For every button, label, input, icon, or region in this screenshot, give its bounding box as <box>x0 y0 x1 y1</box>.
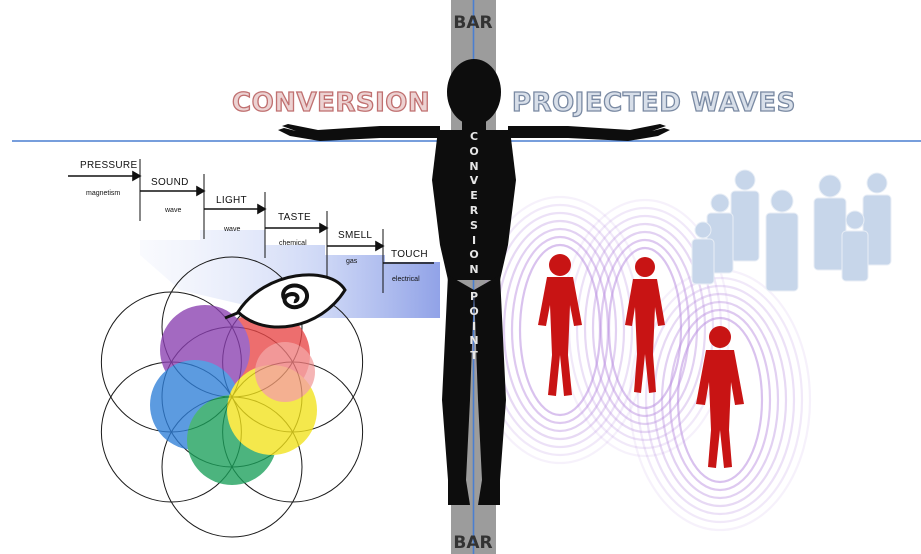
vertical-letter: I <box>471 319 477 333</box>
wave-ring <box>652 292 788 508</box>
vertical-letter: T <box>470 349 478 363</box>
vertical-letter: S <box>470 218 478 232</box>
step-label: SOUND <box>151 177 189 188</box>
wave-ring <box>607 246 683 410</box>
bar-bottom-label: BAR <box>453 533 493 553</box>
projected-waves-heading: PROJECTED WAVES <box>511 87 796 118</box>
stair-steps <box>68 159 434 293</box>
stair-texture <box>140 230 440 318</box>
vertical-letter: N <box>469 263 479 277</box>
vertical-letter: O <box>469 248 479 262</box>
step-sublabel: electrical <box>392 276 420 283</box>
step-sublabel: wave <box>165 207 182 214</box>
bar-top-label: BAR <box>453 13 493 33</box>
vertical-letter: V <box>469 174 479 188</box>
wave-ring <box>518 243 602 417</box>
vertical-letter: N <box>469 334 479 348</box>
crowd-icon <box>691 169 892 292</box>
wave-ring <box>644 284 796 516</box>
red-person-icon <box>538 254 744 468</box>
stair-arrow <box>375 240 385 252</box>
stair-arrow <box>257 203 267 215</box>
conversion-heading: CONVERSION <box>231 87 431 118</box>
vertical-letter: E <box>470 189 478 203</box>
vertical-letter: I <box>471 233 477 247</box>
wave-ring <box>660 300 780 500</box>
wave-ring <box>676 316 764 484</box>
wave-ring <box>599 238 691 418</box>
step-sublabel: gas <box>346 258 358 265</box>
vertical-letter: P <box>469 290 479 303</box>
wave-ring <box>583 222 707 434</box>
wave-ring <box>668 308 772 492</box>
step-label: PRESSURE <box>80 160 138 171</box>
vertical-letter: O <box>469 144 479 158</box>
step-label: LIGHT <box>216 195 247 206</box>
stair-arrow <box>196 185 206 197</box>
wave-ring <box>502 227 618 433</box>
color-blend <box>150 305 317 485</box>
stair-arrow <box>132 170 142 182</box>
wave-ring <box>636 276 804 524</box>
human-silhouette-icon <box>278 59 670 505</box>
vertical-letter: R <box>469 204 479 217</box>
step-label: TASTE <box>278 212 311 223</box>
vertical-letter: N <box>469 159 479 173</box>
vertical-letter: C <box>469 130 479 143</box>
step-sublabel: magnetism <box>86 190 121 197</box>
step-sublabel: chemical <box>279 240 307 247</box>
step-sublabel: wave <box>224 226 241 233</box>
step-label: SMELL <box>338 230 373 241</box>
wave-ring <box>591 230 699 426</box>
stair-arrow <box>319 222 329 234</box>
step-label: TOUCH <box>391 249 428 260</box>
eye-icon <box>224 273 347 329</box>
wave-ring <box>575 214 715 442</box>
vertical-letter: O <box>469 304 479 318</box>
